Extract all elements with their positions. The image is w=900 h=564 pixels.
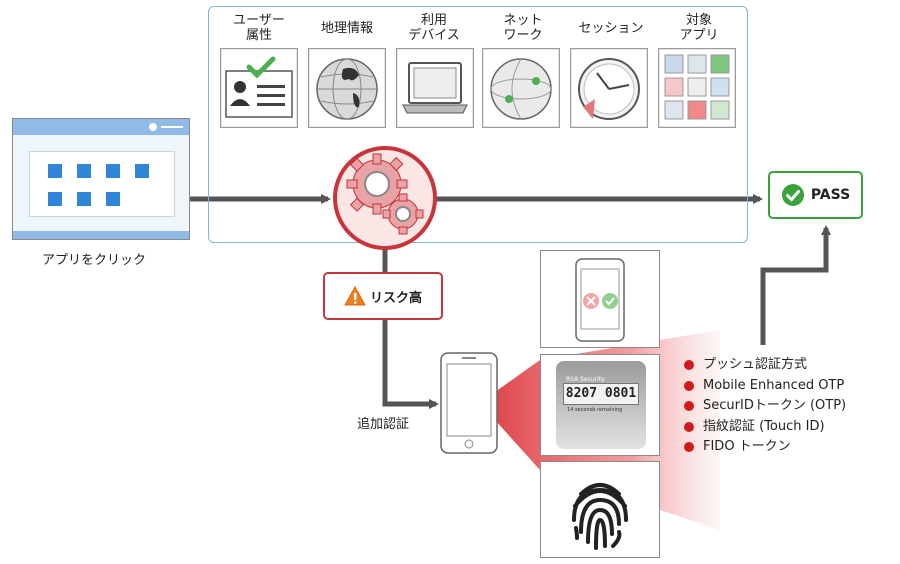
method-label: プッシュ認証方式	[703, 357, 808, 372]
window-footer	[13, 231, 189, 239]
smartphone-icon	[440, 352, 498, 454]
token-brand: RSA Security	[566, 376, 605, 383]
attr-tile-device	[396, 48, 474, 128]
list-item: 指紋認証 (Touch ID)	[683, 417, 846, 438]
app-tile-icon[interactable]	[77, 164, 91, 178]
attr-label-device: 利用 デバイス	[408, 13, 460, 43]
bullet-icon	[684, 380, 694, 391]
attr-label-network: ネット ワーク	[503, 13, 543, 43]
attr-tile-app	[658, 48, 736, 128]
push-phone-icon	[575, 258, 625, 342]
token-code: 8207 0801	[563, 383, 639, 405]
pass-label: PASS	[810, 187, 851, 203]
method-label: 指紋認証 (Touch ID)	[703, 418, 825, 434]
push-auth-panel	[540, 250, 660, 348]
check-circle-icon	[781, 184, 804, 206]
clock-icon	[578, 58, 640, 120]
user-attribute-icon	[225, 56, 293, 118]
otp-token-panel: RSA Security 8207 0801 14 seconds remain…	[540, 354, 660, 456]
otp-token-icon	[556, 361, 646, 449]
bullet-icon	[684, 401, 694, 411]
network-icon	[490, 58, 552, 120]
method-label: SecurIDトークン (OTP)	[703, 398, 847, 413]
attr-tile-user	[220, 48, 298, 128]
app-launcher-panel	[29, 151, 175, 217]
fingerprint-icon	[572, 483, 628, 550]
app-tile-icon[interactable]	[106, 192, 120, 206]
attr-label-session: セッション	[578, 21, 644, 36]
pass-badge: PASS	[768, 171, 863, 219]
arrow-risk-to-phone	[382, 319, 439, 409]
attr-tile-geo	[308, 48, 386, 128]
attr-label-user: ユーザー 属性	[233, 13, 285, 43]
app-tile-icon[interactable]	[48, 192, 62, 206]
context-frame	[208, 6, 748, 243]
arrow-methods-to-pass	[760, 225, 831, 345]
list-item: SecurIDトークン (OTP)	[683, 396, 846, 417]
list-item: プッシュ認証方式	[683, 355, 846, 376]
fingerprint-panel	[540, 461, 660, 558]
globe-icon	[316, 58, 378, 120]
app-tile-icon[interactable]	[48, 164, 62, 178]
browser-window-icon[interactable]	[12, 118, 190, 240]
bullet-icon	[684, 442, 694, 452]
app-caption: アプリをクリック	[42, 253, 147, 268]
app-tile-icon[interactable]	[135, 164, 149, 178]
method-label: Mobile Enhanced OTP	[703, 377, 845, 393]
window-titlebar	[13, 119, 189, 135]
bullet-icon	[684, 360, 694, 370]
attr-tile-session	[570, 48, 648, 128]
list-item: FIDO トークン	[683, 437, 846, 458]
user-name-bar	[161, 126, 183, 128]
laptop-icon	[402, 62, 468, 114]
method-label: FIDO トークン	[703, 439, 791, 454]
gears-icon	[333, 146, 437, 250]
stepup-label: 追加認証	[357, 417, 410, 432]
attr-tile-network	[482, 48, 560, 128]
token-remaining: 14 seconds remaining	[567, 407, 623, 413]
list-item: Mobile Enhanced OTP	[683, 376, 846, 397]
attr-label-app: 対象 アプリ	[679, 13, 719, 43]
bullet-icon	[684, 421, 694, 432]
auth-method-list: プッシュ認証方式 Mobile Enhanced OTP SecurIDトークン…	[683, 355, 846, 458]
attr-label-geo: 地理情報	[320, 21, 373, 36]
app-grid-icon	[664, 54, 730, 120]
user-icon	[149, 123, 157, 131]
app-tile-icon[interactable]	[106, 164, 120, 178]
app-tile-icon[interactable]	[77, 192, 91, 206]
risk-high-badge: リスク高	[323, 272, 443, 320]
risk-label: リスク高	[369, 290, 422, 306]
warning-icon	[344, 286, 366, 306]
